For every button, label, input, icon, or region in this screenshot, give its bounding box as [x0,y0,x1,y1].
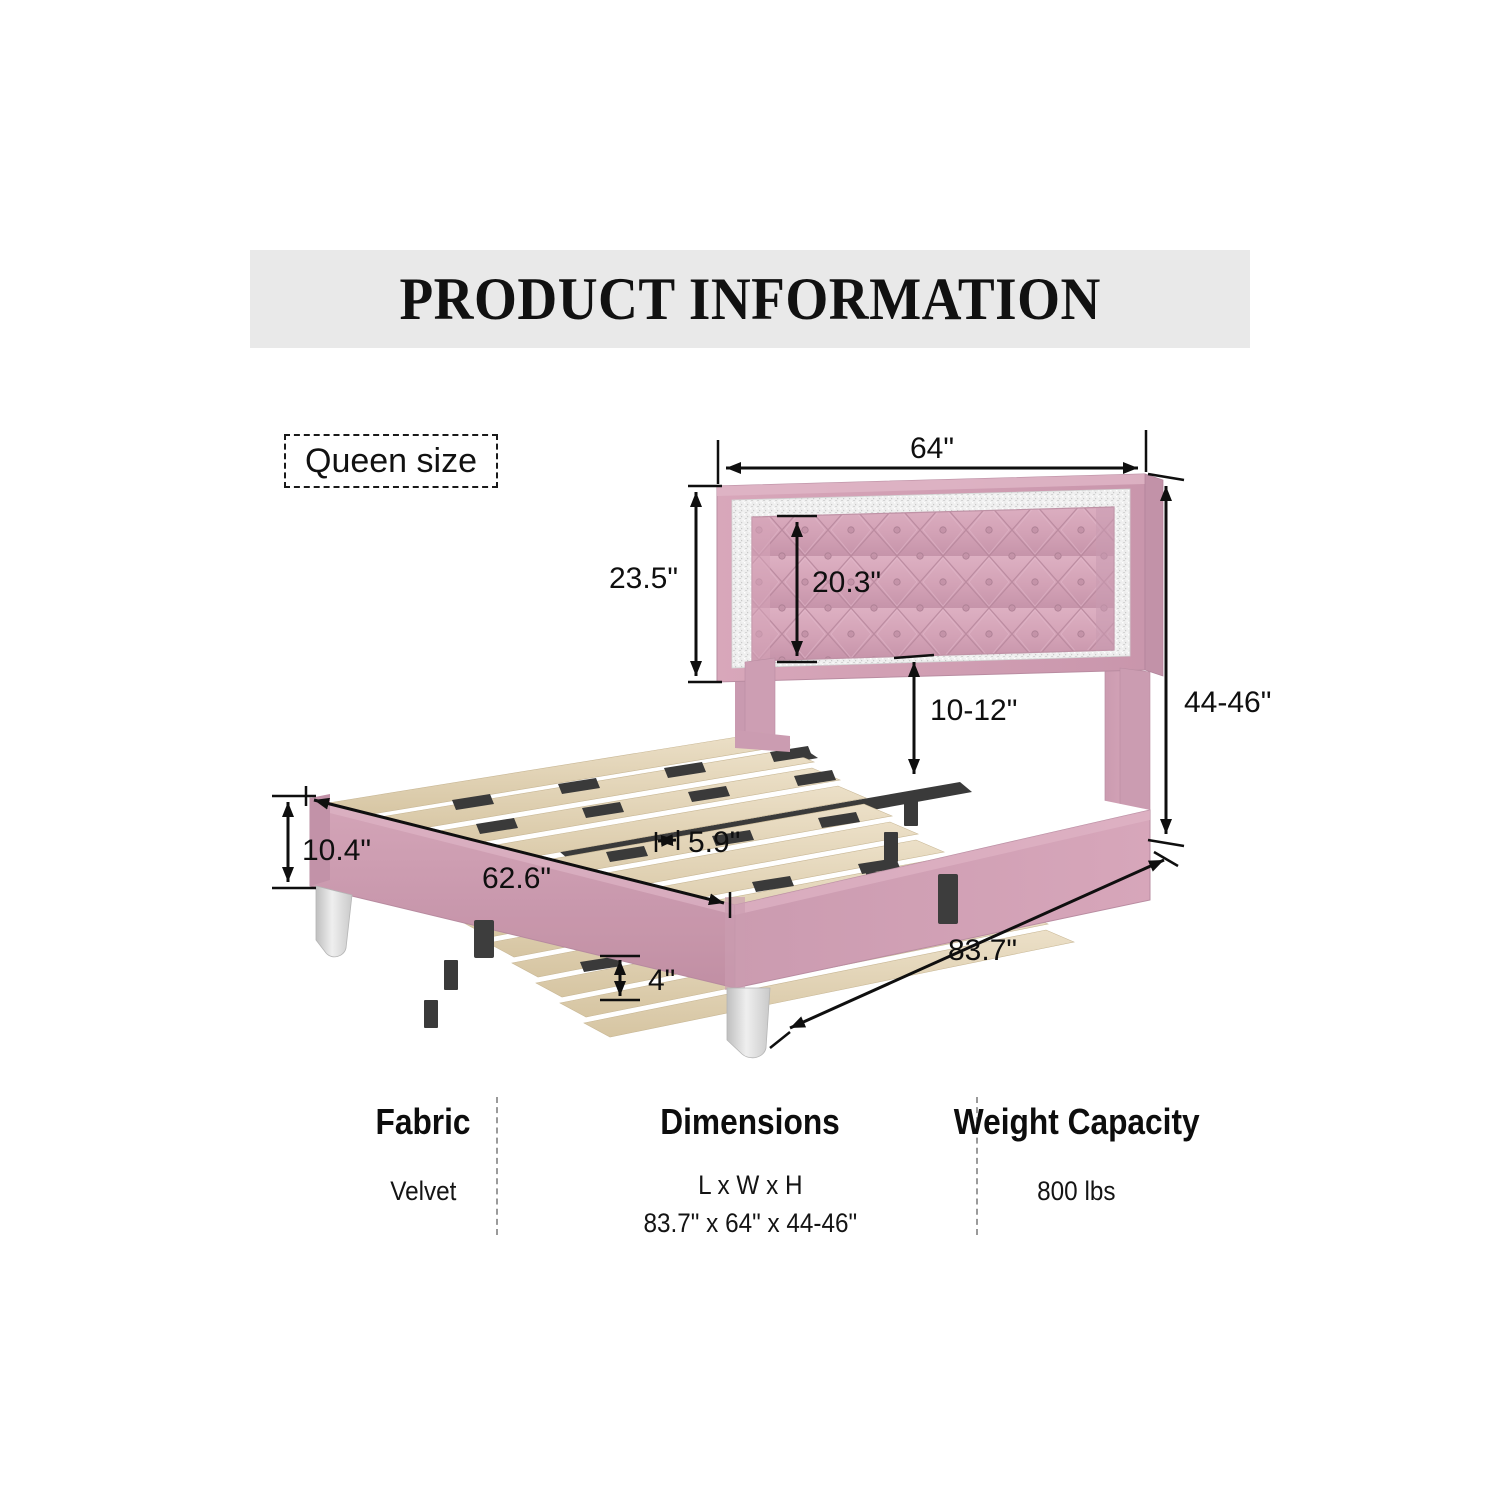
dim-rail-height [272,794,316,890]
dim-interior-width [304,786,732,918]
spec-value-fabric: Velvet [390,1176,457,1206]
spec-column-fabric: Fabric Velvet [260,1095,587,1260]
label-clearance: 10-12" [930,694,1017,727]
label-total-height: 44-46" [1184,686,1271,719]
spec-title-weight-capacity: Weight Capacity [953,1101,1200,1142]
dim-headboard-width [716,430,1148,484]
label-rail-height: 10.4" [302,834,371,867]
label-leg-height: 4" [648,964,675,997]
dimension-annotations [272,430,1185,1049]
page-title: PRODUCT INFORMATION [399,265,1101,332]
spec-value-dimensions-format: L x W x H [697,1170,803,1200]
bed-diagram: 64" 23.5" 20.3" 10-12" 44-46" 10.4" 62.6… [0,400,1500,1080]
spec-column-weight-capacity: Weight Capacity 800 lbs [913,1095,1240,1260]
dim-tufted-height [777,514,817,664]
label-interior-width: 62.6" [482,862,551,895]
dim-length [769,850,1179,1049]
dimension-labels: 64" 23.5" 20.3" 10-12" 44-46" 10.4" 62.6… [302,432,1271,997]
headboard [716,473,1164,683]
header-banner: PRODUCT INFORMATION [250,250,1250,348]
spec-column-dimensions: Dimensions L x W x H 83.7" x 64" x 44-46… [587,1095,914,1260]
dim-total-height [1147,472,1185,848]
spec-title-dimensions: Dimensions [660,1101,840,1142]
label-length: 83.7" [948,934,1017,967]
spec-value-weight-capacity: 800 lbs [1037,1176,1116,1206]
dim-clearance [893,653,935,774]
spec-divider-1 [496,1097,498,1235]
label-headboard-width: 64" [910,432,954,465]
spec-divider-2 [976,1097,978,1235]
size-tag-label: Queen size [305,441,477,480]
size-tag-box: Queen size [284,434,498,488]
bed-illustration-body [309,473,1164,1059]
dim-slat-gap [654,830,680,852]
dim-leg-height [600,954,640,1002]
dim-headboard-height [688,484,722,684]
spec-table: Fabric Velvet Dimensions L x W x H 83.7"… [260,1095,1240,1260]
spec-value-dimensions-measurements: 83.7" x 64" x 44-46" [643,1208,857,1239]
spec-title-fabric: Fabric [375,1101,471,1142]
label-headboard-height: 23.5" [609,562,678,595]
label-tufted-height: 20.3" [812,566,881,599]
label-slat-gap: 5.9" [688,826,740,859]
